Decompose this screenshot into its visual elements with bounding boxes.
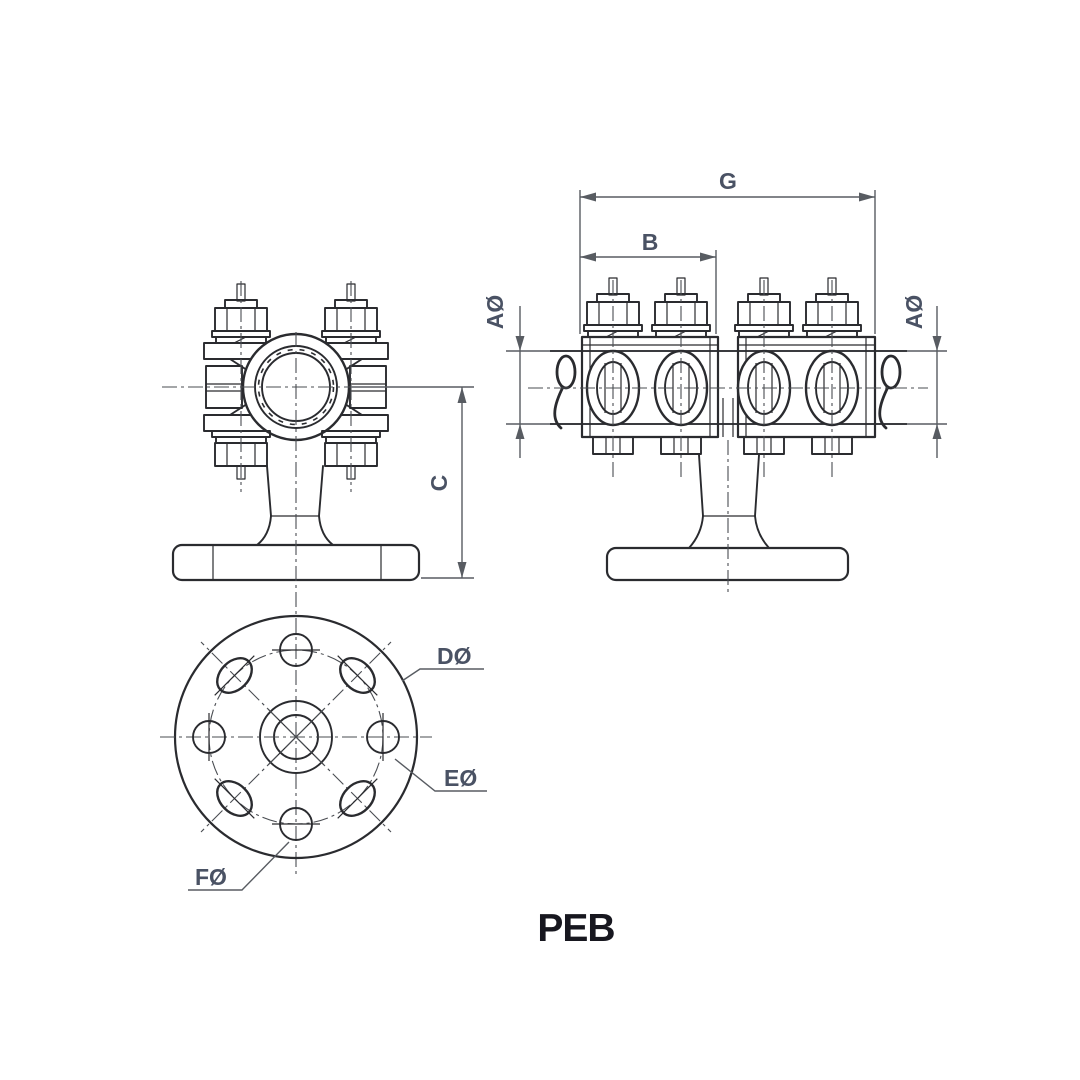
arrowhead — [515, 336, 525, 351]
dimension-a-right: AØ — [901, 295, 942, 458]
arrowhead — [932, 424, 942, 439]
dim-label-e: EØ — [444, 765, 477, 791]
arrowhead — [580, 252, 596, 262]
arrowhead — [580, 192, 596, 202]
front-view — [162, 281, 421, 878]
part-title: PEB — [537, 907, 614, 950]
leader-line — [188, 841, 290, 891]
dim-label-g: G — [719, 168, 737, 194]
diagonal-centerline — [295, 736, 392, 833]
diagonal-centerline — [200, 641, 297, 738]
arrowhead — [457, 387, 467, 403]
pedestal — [256, 465, 334, 546]
dimension-g: G — [579, 168, 876, 334]
dimension-a-left: AØ — [482, 295, 525, 458]
diagonal-centerline — [200, 736, 297, 833]
dimension-c: C — [352, 386, 474, 579]
retaining-clip — [878, 354, 902, 430]
dim-label-a-right: AØ — [901, 295, 927, 330]
dim-label-c: C — [426, 475, 452, 492]
pedestal — [688, 454, 770, 549]
bottom-view — [160, 614, 432, 860]
arrowhead — [515, 424, 525, 439]
arrowhead — [457, 562, 467, 578]
dim-label-d: DØ — [437, 643, 472, 669]
arrowhead — [859, 192, 875, 202]
retaining-clip — [553, 354, 577, 430]
callout-e: EØ — [394, 758, 487, 792]
side-view — [506, 277, 947, 595]
leader-line — [394, 758, 487, 792]
dim-label-f: FØ — [195, 864, 227, 890]
dim-label-a-left: AØ — [482, 295, 508, 330]
dim-label-b: B — [642, 229, 659, 255]
diagonal-centerline — [295, 641, 392, 738]
callout-d: DØ — [401, 643, 484, 682]
arrowhead — [932, 336, 942, 351]
arrowhead — [700, 252, 716, 262]
dimension-b: B — [580, 229, 717, 334]
callout-f: FØ — [188, 841, 290, 891]
leader-line — [401, 668, 484, 682]
